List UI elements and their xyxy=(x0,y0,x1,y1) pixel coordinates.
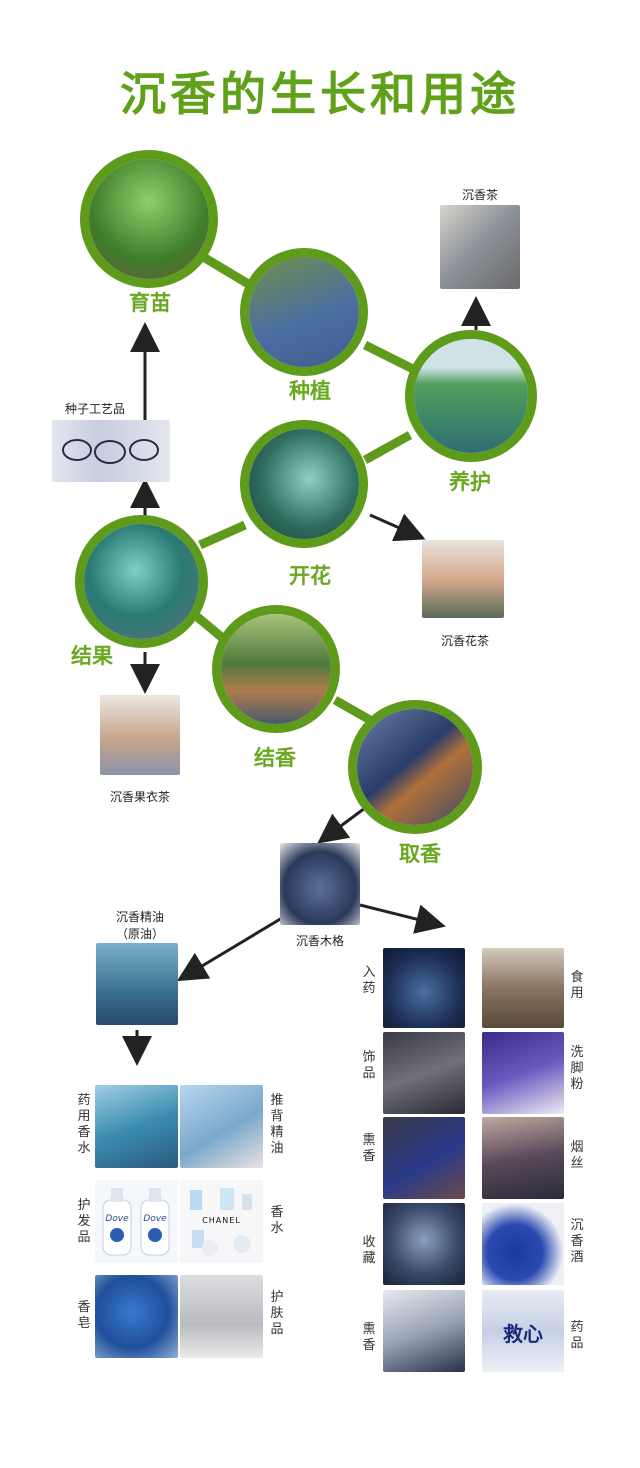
product-photo-fruit-tea xyxy=(100,695,180,775)
stage-circle-flowering xyxy=(240,420,368,548)
oil-use-photo-skin-care xyxy=(180,1275,263,1358)
product-label-wood: 沉香木格 xyxy=(295,934,344,948)
wood-use-label-tobacco: 烟丝 xyxy=(570,1140,584,1171)
wood-use-photo-incense-1 xyxy=(383,1117,465,1199)
link-flowering-fruiting xyxy=(198,520,247,550)
oil-use-label-hair-care: 护发品 xyxy=(77,1198,91,1245)
stage-circle-resin xyxy=(212,605,340,733)
wood-use-photo-edible xyxy=(482,948,564,1028)
oil-use-label-medicinal-perfume: 药用香水 xyxy=(77,1093,91,1156)
wood-use-label-foot-powder: 洗脚粉 xyxy=(570,1045,584,1092)
oil-use-photo-massage-oil xyxy=(180,1085,263,1168)
stage-label-care: 养护 xyxy=(449,470,491,494)
wood-use-photo-medicine xyxy=(383,948,465,1028)
wood-use-photo-incense-2 xyxy=(383,1290,465,1372)
wood-use-label-edible: 食用 xyxy=(570,970,584,1001)
oil-use-photo-hair-care: Dove Dove xyxy=(95,1180,178,1263)
product-photo-flower-tea xyxy=(422,540,504,618)
link-care-flowering xyxy=(362,431,413,464)
product-photo-wood xyxy=(280,843,360,925)
stage-label-flowering: 开花 xyxy=(289,564,331,588)
stage-label-harvest: 取香 xyxy=(399,842,441,866)
link-seedling-planting xyxy=(197,251,253,289)
stage-circle-planting xyxy=(240,248,368,376)
wood-use-photo-liquor xyxy=(482,1203,564,1285)
product-label-flower-tea: 沉香花茶 xyxy=(440,634,489,648)
dove-brand-left: Dove xyxy=(105,1214,129,1224)
product-label-fruit-tea: 沉香果衣茶 xyxy=(109,790,170,804)
wood-use-photo-foot-powder xyxy=(482,1032,564,1114)
wood-use-label-ornament: 饰品 xyxy=(362,1050,376,1081)
wood-use-photo-tobacco xyxy=(482,1117,564,1199)
save-heart-text: 救心 xyxy=(503,1322,543,1346)
page-title: 沉香的生长和用途 xyxy=(120,67,520,121)
stage-circle-seedling xyxy=(80,150,218,288)
stage-label-seedling: 育苗 xyxy=(129,291,171,315)
wood-use-label-incense-1: 熏香 xyxy=(362,1133,376,1164)
oil-use-label-skin-care: 护肤品 xyxy=(270,1290,284,1337)
oil-use-label-massage-oil: 推背精油 xyxy=(270,1093,284,1156)
oil-use-photo-perfume: CHANEL xyxy=(180,1180,263,1263)
arrow-harvest-wood xyxy=(317,806,366,844)
wood-use-photo-ornament xyxy=(383,1032,465,1114)
oil-use-label-soap: 香皂 xyxy=(77,1300,91,1331)
oil-use-label-perfume: 香水 xyxy=(270,1205,284,1236)
wood-use-photo-pharma: 救心 xyxy=(482,1290,564,1372)
stage-circle-fruiting xyxy=(75,515,208,648)
oil-use-photo-medicinal-perfume xyxy=(95,1085,178,1168)
wood-use-photo-collection xyxy=(383,1203,465,1285)
product-label-oil-line1: 沉香精油 xyxy=(115,910,164,924)
product-photo-tea xyxy=(440,205,520,289)
oil-use-photo-soap xyxy=(95,1275,178,1358)
wood-use-label-medicine: 入药 xyxy=(362,965,376,996)
wood-use-label-incense-2: 熏香 xyxy=(362,1322,376,1353)
dove-brand-right: Dove xyxy=(143,1214,167,1224)
product-photo-oil xyxy=(96,943,178,1025)
product-label-oil-line2: （原油） xyxy=(115,927,164,941)
arrow-flowering-flowertea xyxy=(369,513,426,542)
stage-label-fruiting: 结果 xyxy=(71,644,113,668)
wood-use-label-liquor: 沉香酒 xyxy=(570,1218,584,1265)
arrow-wood-oil xyxy=(176,916,283,982)
product-label-seed-craft: 种子工艺品 xyxy=(64,402,125,416)
stage-label-resin: 结香 xyxy=(254,746,296,770)
link-planting-care xyxy=(362,340,418,375)
stage-label-planting: 种植 xyxy=(289,379,331,403)
wood-use-label-collection: 收藏 xyxy=(362,1235,376,1266)
wood-use-label-pharma: 药品 xyxy=(570,1320,584,1351)
stage-circle-care xyxy=(405,330,537,462)
chanel-brand: CHANEL xyxy=(202,1216,241,1225)
product-photo-seed-craft xyxy=(52,420,170,482)
arrow-wood-uses xyxy=(359,903,446,934)
link-resin-harvest xyxy=(332,696,373,724)
product-label-tea: 沉香茶 xyxy=(461,188,498,202)
stage-circle-harvest xyxy=(348,700,482,834)
